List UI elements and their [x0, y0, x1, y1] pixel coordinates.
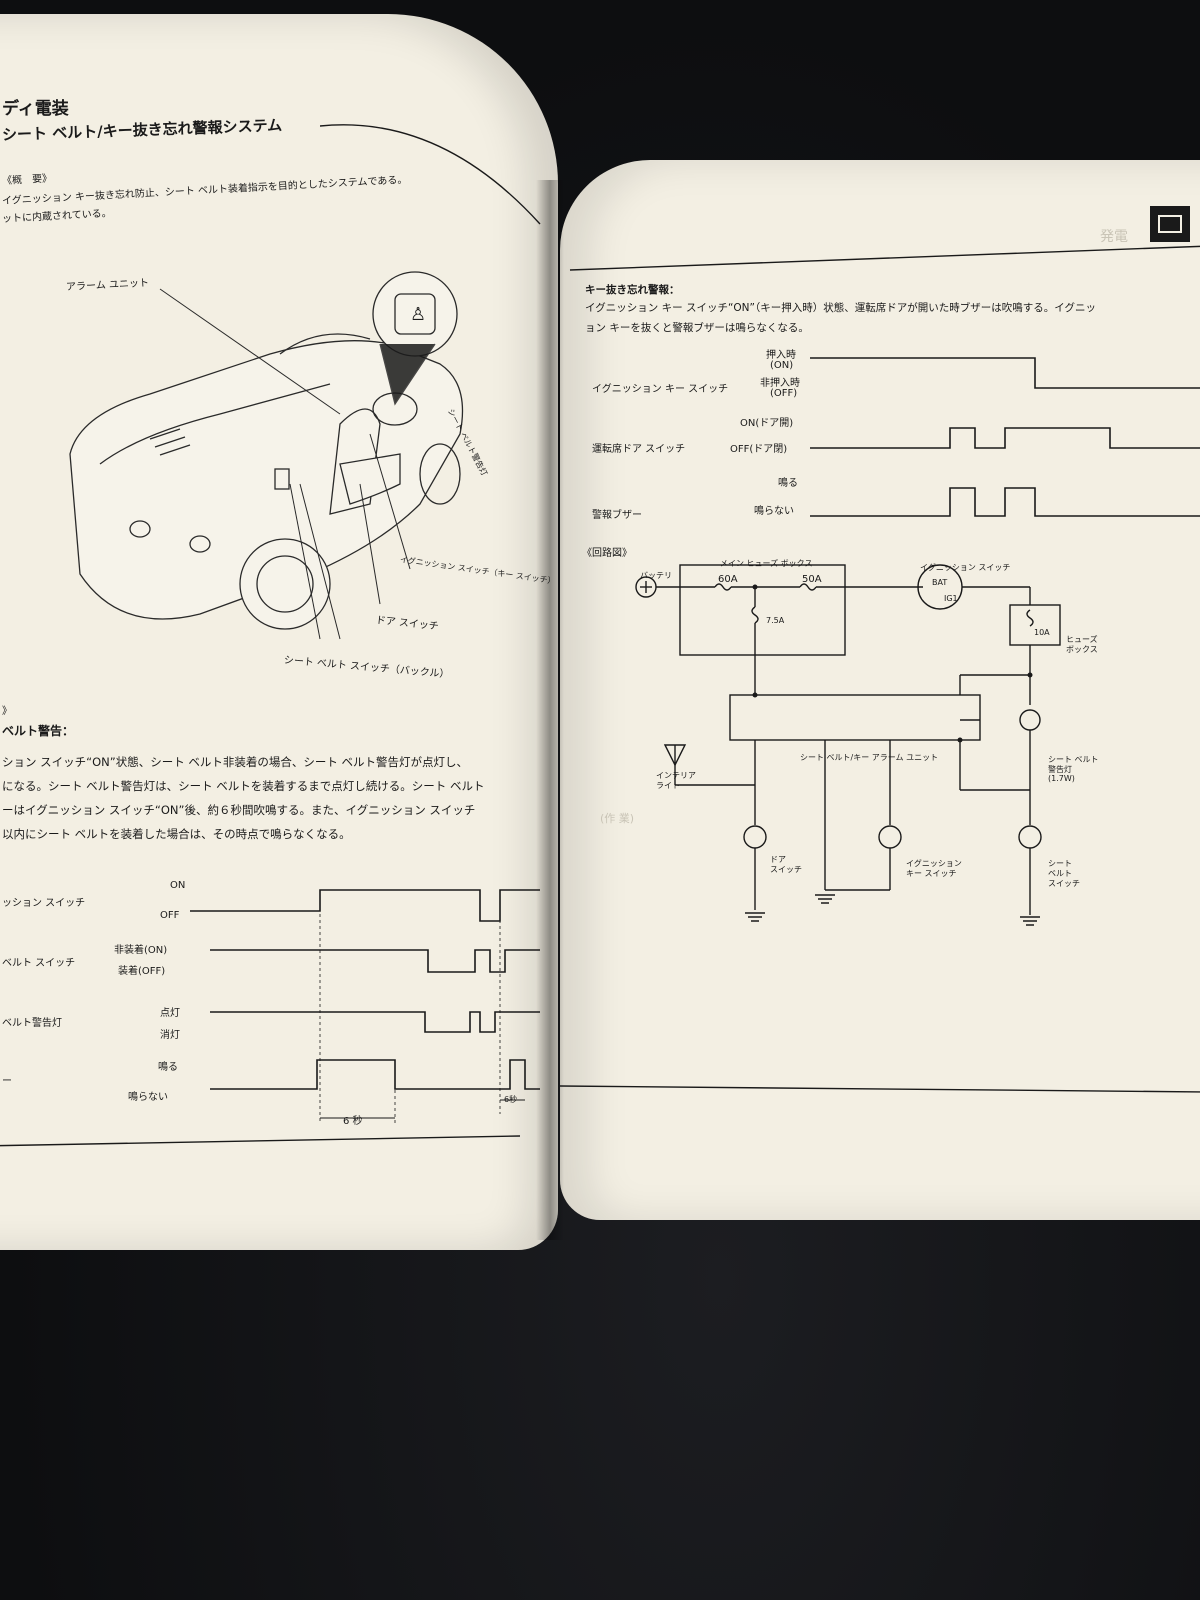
- right-top-rule: [569, 245, 1200, 271]
- label-fuse-box-2: ボックス: [1066, 645, 1098, 654]
- r-timing-row-1-low2: (OFF): [770, 388, 798, 399]
- right-timing-waveforms: [810, 357, 1200, 517]
- r-timing-row-2-low: OFF(ドア閉): [730, 444, 788, 455]
- r-timing-row-1-high1: 押入時: [766, 350, 796, 361]
- label-ig1: IG1: [944, 594, 958, 603]
- left-timing-waveforms: [190, 889, 540, 1124]
- label-belt-switch-2: ベルト: [1048, 869, 1072, 878]
- corner-tab-ghost-text: 発電: [1100, 229, 1128, 245]
- label-interior-light-1: インテリア: [656, 771, 696, 780]
- key-line-1: イグニッション キー スイッチ“ON”（キー押入時）状態、運転席ドアが開いた時ブ…: [585, 302, 1097, 314]
- label-fuse-75a: 7.5A: [766, 616, 785, 625]
- timing-row-3-low: 消灯: [160, 1030, 180, 1041]
- r-timing-row-3-low: 鳴らない: [754, 506, 794, 517]
- label-interior-light-2: ライト: [656, 781, 680, 790]
- label-key-switch-2: キー スイッチ: [906, 869, 957, 878]
- label-main-fuse-box: メイン ヒューズ ボックス: [720, 559, 813, 568]
- note-label: (作 業): [600, 812, 635, 825]
- label-belt-switch-3: スイッチ: [1048, 879, 1080, 888]
- label-ignition-switch: イグニッション スイッチ: [920, 563, 1011, 572]
- label-fuse-box-1: ヒューズ: [1066, 635, 1098, 644]
- corner-tab: [1150, 206, 1190, 242]
- timing-row-4-low: 鳴らない: [128, 1092, 168, 1103]
- timing-row-1-high: ON: [170, 880, 186, 891]
- timing-row-2-high: 非装着(ON): [114, 945, 168, 956]
- seatbelt-symbol-icon: ♙: [410, 304, 426, 325]
- book-spine-shadow: [536, 180, 564, 1240]
- label-bat: BAT: [932, 578, 948, 587]
- r-timing-row-3-high: 鳴る: [778, 478, 798, 489]
- overview-heading: 《概 要》: [1, 173, 53, 187]
- label-seatbelt-lamp-2: 警告灯: [1048, 765, 1072, 774]
- para-line-4: 以内にシート ベルトを装着した場合は、その時点で鳴らなくなる。: [2, 827, 351, 841]
- label-belt-switch-1: シート: [1048, 859, 1072, 868]
- label-alarm-unit: シート ベルト/キー アラーム ユニット: [800, 753, 939, 762]
- duration-label-2: 6秒: [504, 1095, 518, 1104]
- r-timing-row-1-name: イグニッション キー スイッチ: [592, 384, 729, 395]
- battery-icon: [1158, 215, 1182, 233]
- timing-row-2-low: 装着(OFF): [118, 966, 166, 977]
- label-key-switch-1: イグニッション: [906, 859, 962, 868]
- section-marker: 》: [2, 706, 12, 717]
- left-bottom-rule: [0, 1135, 521, 1147]
- circuit-heading-text: 《回路図》: [582, 548, 632, 559]
- r-timing-row-3-name: 警報ブザー: [592, 510, 642, 521]
- label-seatbelt-lamp-3: (1.7W): [1048, 774, 1075, 783]
- label-seatbelt-lamp-1: シート ベルト: [1048, 755, 1099, 764]
- label-door-switch-1: ドア: [770, 855, 786, 864]
- title-rule: [320, 124, 541, 225]
- timing-row-2-name: ベルト スイッチ: [2, 958, 76, 969]
- label-fuse-50a: 50A: [802, 574, 822, 585]
- duration-label: 6 秒: [343, 1116, 363, 1127]
- timing-row-1-name: ッション スイッチ: [2, 898, 86, 909]
- r-timing-row-2-name: 運転席ドア スイッチ: [592, 444, 686, 455]
- label-fuse-10a: 10A: [1034, 628, 1050, 637]
- r-timing-row-1-high2: (ON): [770, 360, 794, 371]
- key-line-2: ョン キーを抜くと警報ブザーは鳴らなくなる。: [585, 322, 809, 334]
- circuit-diagram: [635, 564, 1061, 926]
- car-illustration: ♙: [69, 271, 464, 630]
- label-door-switch-2: スイッチ: [770, 865, 802, 874]
- right-page: 発電 キー抜き忘れ警報： イグニッション キー スイッチ“ON”（キー押入時）状…: [560, 160, 1200, 1220]
- section-title: ディ電装: [2, 99, 69, 119]
- para-line-2: になる。シート ベルト警告灯は、シート ベルトを装着するまで点灯し続ける。シート…: [2, 779, 485, 793]
- timing-row-3-name: ベルト警告灯: [2, 1018, 62, 1029]
- left-page: ディ電装 シート ベルト/キー抜き忘れ警報システム 《概 要》 イグニッション …: [0, 14, 558, 1250]
- callout-leaders: [159, 288, 411, 640]
- right-bottom-rule: [560, 1085, 1200, 1093]
- timing-row-4-name: ー: [2, 1076, 12, 1087]
- para-line-3: ーはイグニッション スイッチ“ON”後、約６秒間吹鳴する。また、イグニッション …: [2, 803, 476, 817]
- label-battery: バッテリ: [640, 571, 672, 580]
- key-warning-heading: キー抜き忘れ警報：: [585, 284, 680, 296]
- overview-line-2: ットに内蔵されている。: [1, 208, 112, 225]
- label-fuse-60a: 60A: [718, 574, 738, 585]
- belt-warning-heading: ベルト警告：: [2, 724, 75, 738]
- timing-row-1-low: OFF: [160, 910, 180, 921]
- r-timing-row-2-high: ON(ドア開): [740, 418, 794, 429]
- timing-row-4-high: 鳴る: [158, 1062, 178, 1073]
- r-timing-row-1-low1: 非押入時: [760, 378, 800, 389]
- timing-row-3-high: 点灯: [160, 1008, 180, 1019]
- para-line-1: ション スイッチ“ON”状態、シート ベルト非装着の場合、シート ベルト警告灯が…: [2, 755, 469, 769]
